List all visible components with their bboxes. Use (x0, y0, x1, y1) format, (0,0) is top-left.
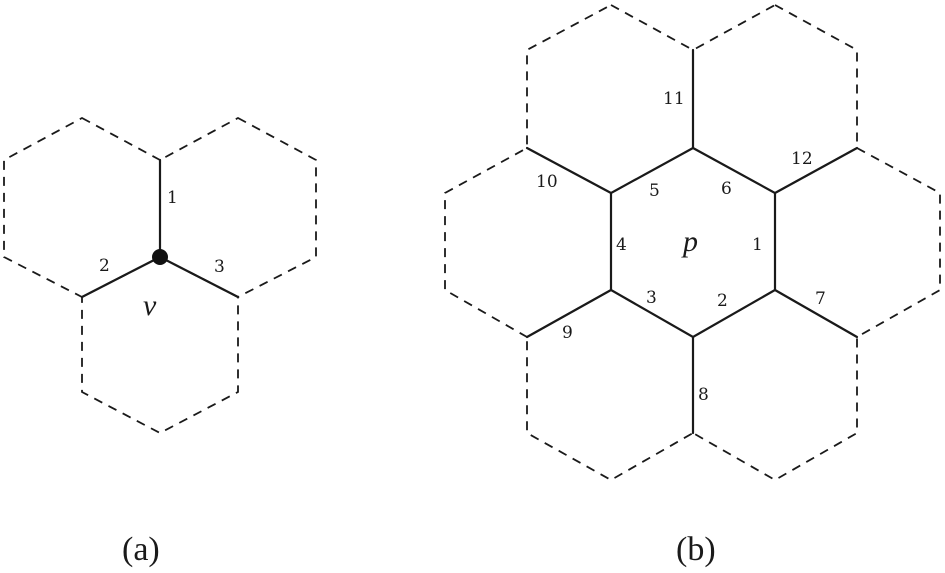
dashed-hexagon-bottom (81, 255, 239, 435)
dashed-hexagon-bottom-left (526, 288, 694, 482)
caption-a: (a) (122, 531, 160, 568)
vertex-dot (152, 249, 168, 265)
edge-label-b-5: 5 (649, 181, 660, 201)
edge-label-b-12: 12 (791, 149, 813, 169)
edge-label-b-8: 8 (698, 385, 709, 405)
vertex-label-v: v (143, 289, 157, 322)
dashed-hexagon-top-right (692, 3, 858, 195)
edge-b-12 (773, 146, 859, 195)
edge-b-9 (525, 288, 613, 339)
edge-label-a-2: 2 (99, 256, 110, 276)
edge-label-b-3: 3 (646, 288, 657, 308)
panel-a: 1 2 3 v (a) (3, 116, 317, 568)
edge-label-b-4: 4 (616, 235, 627, 255)
panel-b: 1 2 3 4 5 6 7 8 9 10 11 12 p (b) (444, 3, 941, 568)
caption-b: (b) (676, 531, 716, 568)
edge-label-a-1: 1 (167, 188, 178, 208)
dashed-hexagon-right (774, 146, 941, 339)
edge-label-b-6: 6 (721, 179, 732, 199)
dashed-hexagon-bottom-right (692, 288, 858, 482)
edge-label-b-11: 11 (663, 89, 685, 109)
plaquette-label-p: p (681, 225, 698, 258)
edge-label-b-9: 9 (562, 323, 573, 343)
edge-b-10 (525, 146, 613, 195)
edge-label-a-3: 3 (214, 257, 225, 277)
edge-label-b-10: 10 (536, 172, 558, 192)
edge-label-b-1: 1 (752, 235, 763, 255)
edge-label-b-7: 7 (815, 289, 826, 309)
dashed-hexagon-left (444, 146, 612, 339)
edge-label-b-2: 2 (717, 291, 728, 311)
edge-a-3 (158, 255, 240, 299)
edge-b-7 (773, 288, 859, 339)
edge-a-2 (80, 255, 162, 299)
